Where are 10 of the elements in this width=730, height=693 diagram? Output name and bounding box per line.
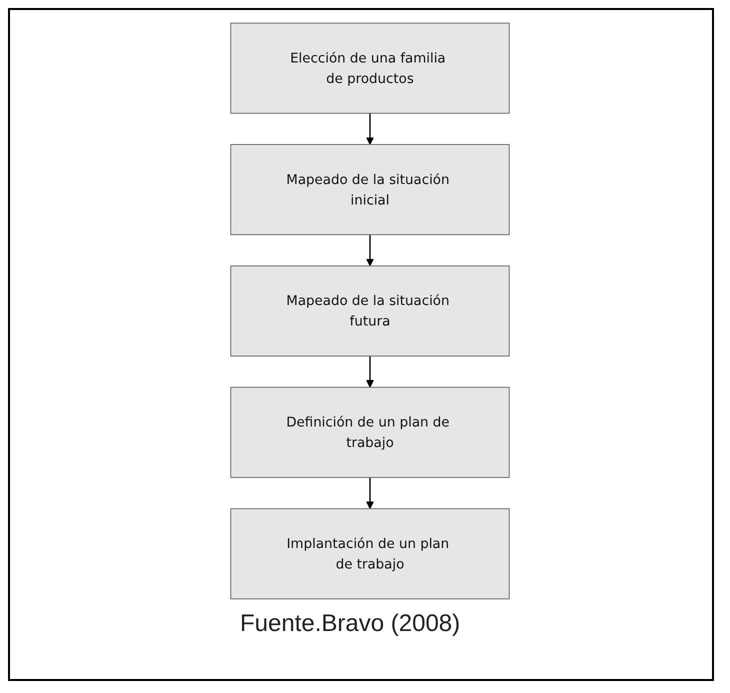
arrow: [366, 477, 374, 510]
node-box: Definición de un plan de trabajo: [230, 386, 510, 478]
caption: Fuente.Bravo (2008): [240, 610, 460, 638]
node-box: Implantación de un plan de trabajo: [230, 508, 510, 600]
node-box: Elección de una familia de productos: [230, 22, 510, 114]
arrow: [366, 113, 374, 145]
arrow: [366, 356, 374, 388]
node-box: Mapeado de la situación futura: [230, 265, 510, 357]
arrow: [366, 234, 374, 266]
node-box: Mapeado de la situación inicial: [230, 144, 510, 236]
